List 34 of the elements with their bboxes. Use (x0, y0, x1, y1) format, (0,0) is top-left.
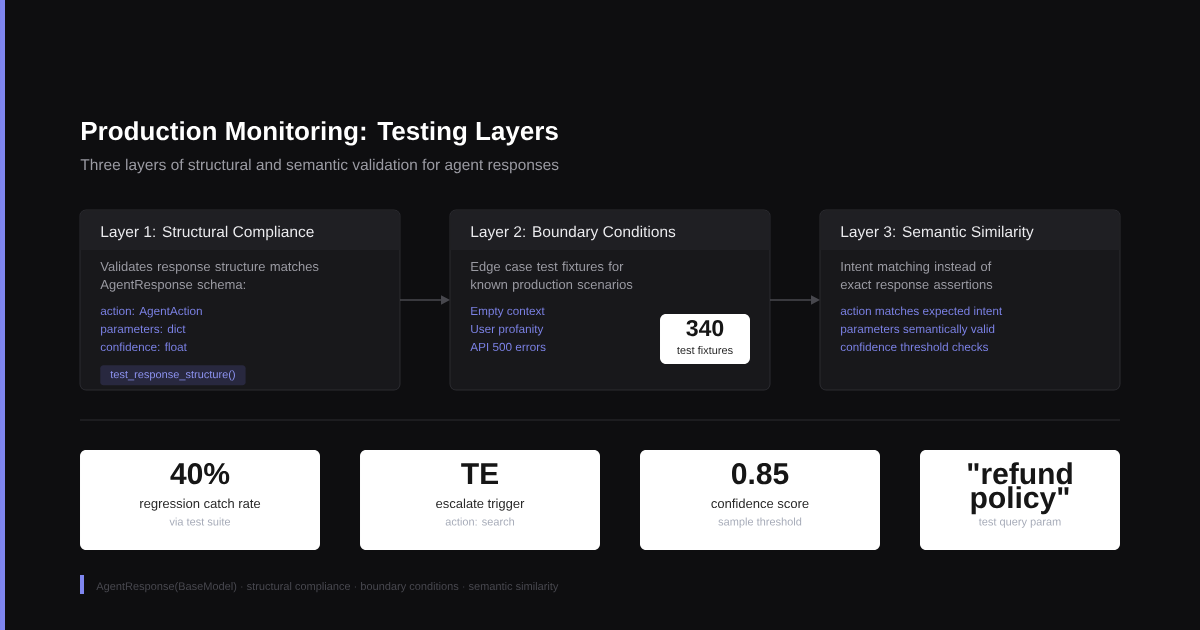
card-header: Layer 1: Structural Compliance (80, 210, 400, 250)
card-description: Edge case test fixtures for known production scenarios (471, 261, 633, 292)
list-item: User profanity (471, 324, 544, 336)
stat-value: TE (461, 463, 498, 484)
function-tag: test_response_structure() (100, 365, 246, 386)
stat-label: regression catch rate (140, 498, 261, 511)
card-header: Layer 2: Boundary Conditions (450, 210, 770, 250)
stat-value: 340 (686, 319, 724, 337)
list-item: parameters: dict (101, 324, 186, 336)
card-description: Validates response structure matches AgentResponse schema: (100, 261, 319, 292)
stat-note: action: search (445, 517, 514, 526)
list-item: confidence: float (100, 342, 187, 352)
list-item: parameters semantically valid (841, 324, 995, 336)
subtitle: Three layers of structural and semantic validation for agent responses (80, 158, 559, 174)
list-item: action: AgentAction (100, 306, 202, 318)
title: Production Monitoring: Testing Layers (82, 121, 558, 146)
list-item: Empty context (471, 306, 545, 318)
card-description: Intent matching instead of exact response assertions (840, 261, 993, 292)
stat-value: "refund policy" (968, 462, 1072, 515)
arrow (399, 295, 450, 305)
stat-note: test query param (978, 518, 1061, 528)
list-item: API 500 errors (470, 342, 546, 352)
stat-label: confidence score (711, 498, 809, 509)
list-item: confidence threshold checks (840, 342, 989, 352)
stat-note: sample threshold (718, 517, 802, 528)
stat-note: via test suite (169, 517, 231, 526)
footer-note: AgentResponse(BaseModel) · structural compliance · boundary conditions · semantic similarity (96, 582, 559, 593)
card-header: Layer 3: Semantic Similarity (820, 210, 1120, 250)
stat-label: escalate trigger (436, 498, 525, 511)
list-item: action matches expected intent (840, 306, 1003, 318)
arrow (769, 295, 820, 305)
stat-value: 0.85 (732, 463, 789, 485)
stat-value: 40% (170, 463, 230, 485)
stat-label: test fixtures (677, 346, 733, 355)
